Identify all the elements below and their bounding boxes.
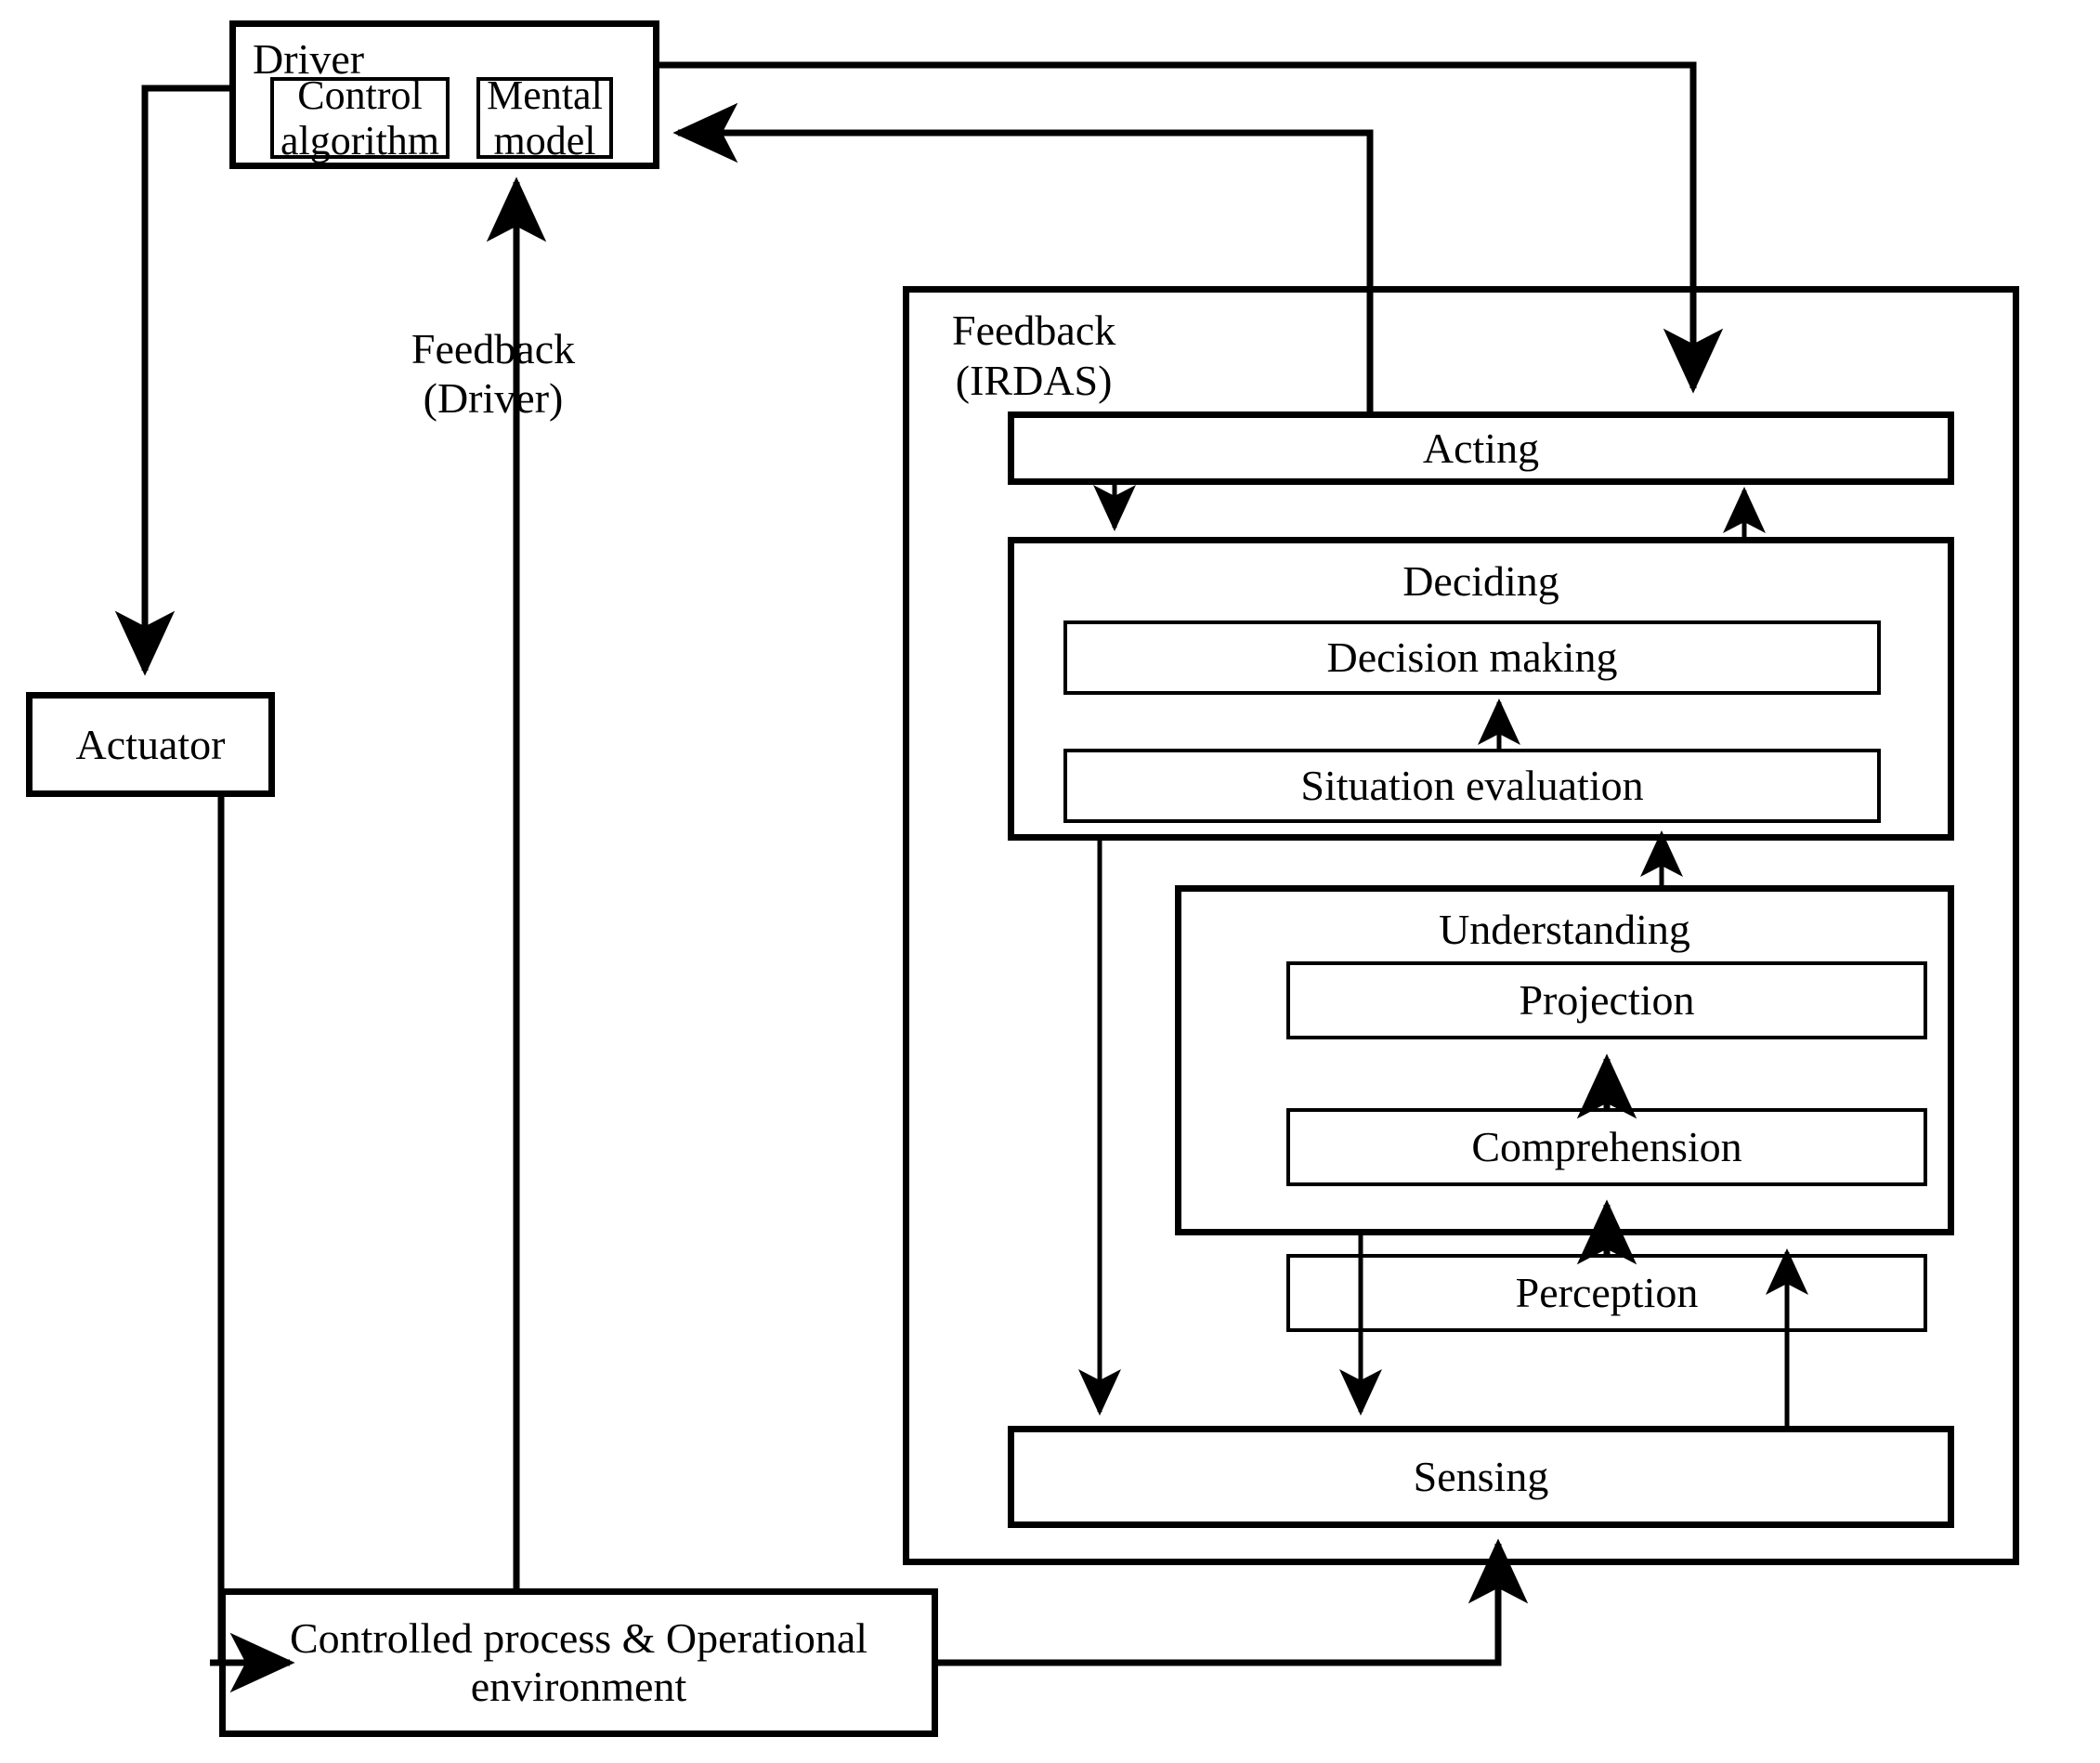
actuator-box[interactable]: Actuator xyxy=(26,692,275,797)
driver-label: Driver xyxy=(253,35,365,83)
comprehension-label: Comprehension xyxy=(1471,1123,1742,1171)
control-algorithm-label: Control algorithm xyxy=(280,72,440,163)
decision-making-box[interactable]: Decision making xyxy=(1063,620,1881,695)
controlled-process-label: Controlled process & Operational environ… xyxy=(289,1614,868,1710)
deciding-box[interactable]: Deciding xyxy=(1008,537,1954,841)
situation-evaluation-box[interactable]: Situation evaluation xyxy=(1063,749,1881,823)
acting-label: Acting xyxy=(1422,424,1540,472)
edge-controlled-process-to-sensing xyxy=(938,1538,1529,1666)
actuator-label: Actuator xyxy=(75,720,226,768)
acting-box[interactable]: Acting xyxy=(1008,411,1954,485)
understanding-box[interactable]: Understanding xyxy=(1175,885,1954,1235)
sensing-label: Sensing xyxy=(1413,1453,1549,1501)
comprehension-box[interactable]: Comprehension xyxy=(1286,1108,1927,1186)
perception-box[interactable]: Perception xyxy=(1286,1254,1927,1332)
deciding-label: Deciding xyxy=(1402,557,1559,605)
edge-driver-to-acting xyxy=(659,61,1724,394)
sensing-box[interactable]: Sensing xyxy=(1008,1426,1954,1528)
mental-model-label: Mental model xyxy=(487,72,603,163)
driver-box[interactable]: Driver xyxy=(229,20,659,169)
perception-label: Perception xyxy=(1515,1269,1699,1317)
edge-actuator-to-controlled-process xyxy=(210,797,295,1693)
mental-model-box[interactable]: Mental model xyxy=(476,72,613,163)
situation-evaluation-label: Situation evaluation xyxy=(1300,762,1644,810)
projection-box[interactable]: Projection xyxy=(1286,961,1927,1039)
feedback-driver-label: Feedback (Driver) xyxy=(411,325,576,422)
understanding-label: Understanding xyxy=(1439,906,1690,953)
decision-making-label: Decision making xyxy=(1326,633,1618,682)
control-algorithm-box[interactable]: Control algorithm xyxy=(270,72,450,163)
edge-acting-to-driver xyxy=(672,102,1374,411)
projection-label: Projection xyxy=(1519,976,1695,1025)
controlled-process-box[interactable]: Controlled process & Operational environ… xyxy=(219,1588,938,1737)
edge-driver-to-actuator xyxy=(114,85,229,676)
irdas-box[interactable]: Feedback (IRDAS) xyxy=(903,286,2019,1565)
irdas-label: Feedback (IRDAS) xyxy=(952,307,1116,405)
